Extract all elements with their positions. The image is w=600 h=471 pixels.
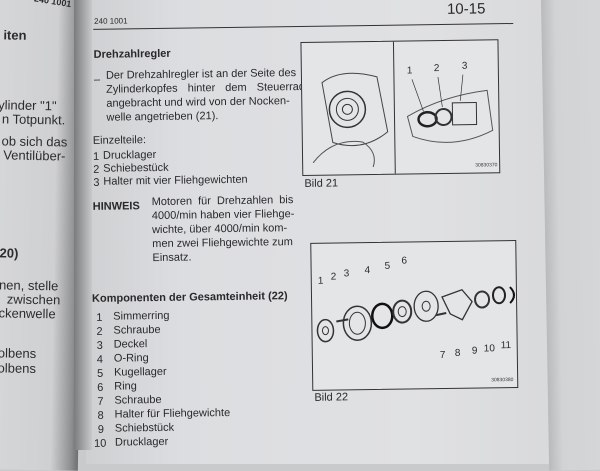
page-number: 10-15 <box>446 0 486 18</box>
note-label: HINWEIS <box>92 200 140 213</box>
component-number: 2 <box>96 325 103 338</box>
component-label: O-Ring <box>113 352 149 365</box>
figure-21-illustration <box>312 41 494 174</box>
callout: 6 <box>401 255 408 267</box>
component-number: 1 <box>96 311 103 324</box>
component-number: 5 <box>96 367 104 380</box>
figure-22-illustration <box>316 286 515 343</box>
component-number: 3 <box>96 339 103 352</box>
callout: 9 <box>471 345 478 357</box>
component-number: 6 <box>97 381 104 394</box>
callout: 3 <box>461 60 468 72</box>
component-label: Ring <box>114 380 137 393</box>
component-number: 4 <box>96 353 104 366</box>
component-label: Drucklager <box>114 435 169 449</box>
parts-label: Einzelteile: <box>92 134 147 147</box>
figure-caption: Bild 22 <box>314 391 349 404</box>
component-label: Simmerring <box>113 309 170 323</box>
callout: 2 <box>330 271 337 283</box>
component-label: Deckel <box>113 338 148 351</box>
component-number: 9 <box>97 423 105 436</box>
figure-code: 30830380 <box>491 377 514 384</box>
callout: 1 <box>317 275 324 287</box>
figure-caption: Bild 21 <box>304 177 339 190</box>
part-label: Drucklager <box>102 149 157 162</box>
paragraph-line: Zylinderkopfes hinter dem Steuerrad <box>106 80 306 96</box>
section-title: Komponenten der Gesamteinheit (22) <box>91 290 288 305</box>
part-number: 1 <box>92 150 100 163</box>
note-line: 4000/min haben vier Fliehge- <box>151 208 295 223</box>
note-line: Einsatz. <box>152 251 192 265</box>
section-title: Drehzahlregler <box>93 47 171 61</box>
callout: 2 <box>433 63 440 75</box>
part-label: Halter mit vier Fliehgewichten <box>103 173 248 188</box>
book-gutter <box>74 0 92 450</box>
component-label: Halter für Fliehgewichte <box>114 406 231 421</box>
component-number: 8 <box>97 409 104 422</box>
component-label: Schraube <box>113 323 161 337</box>
callout: 3 <box>343 268 350 280</box>
note-line: Motoren für Drehzahlen bis <box>151 194 294 209</box>
component-label: Schiebstück <box>114 421 175 435</box>
component-number: 7 <box>97 395 104 408</box>
note-line: wichte, über 4000/min kom- <box>151 222 288 237</box>
figure-code: 30830370 <box>475 162 498 169</box>
component-number: 10 <box>93 437 107 450</box>
page-code: 240 1001 <box>94 16 128 26</box>
paragraph-line: angebracht und wird von der Nocken- <box>106 95 290 110</box>
figure-21: 1 2 3 30830370 <box>300 39 501 176</box>
paragraph-line: welle angetrieben (21). <box>106 110 219 124</box>
callout: 10 <box>483 343 495 355</box>
bullet: – <box>93 73 101 86</box>
callout: 7 <box>439 349 446 362</box>
callout: 5 <box>384 260 391 272</box>
part-label: Schiebestück <box>103 161 169 175</box>
callout: 8 <box>454 347 461 359</box>
paragraph-line: Der Drehzahlregler ist an der Seite des <box>105 67 297 82</box>
figure-22: 1 2 3 4 5 6 7 8 9 10 11 30830380 <box>310 239 519 391</box>
part-number: 3 <box>93 176 100 189</box>
page-content: 240 1001 10-15 Drehzahlregler – Der Dreh… <box>91 0 519 450</box>
callout: 4 <box>364 265 371 277</box>
note-line: men zwei Fliehgewichte zum <box>152 236 293 251</box>
callout: 11 <box>500 340 512 352</box>
part-number: 2 <box>93 163 100 176</box>
component-label: Schraube <box>114 393 162 407</box>
component-label: Kugellager <box>113 365 167 379</box>
header-rule <box>93 23 514 30</box>
callout: 1 <box>406 65 413 77</box>
